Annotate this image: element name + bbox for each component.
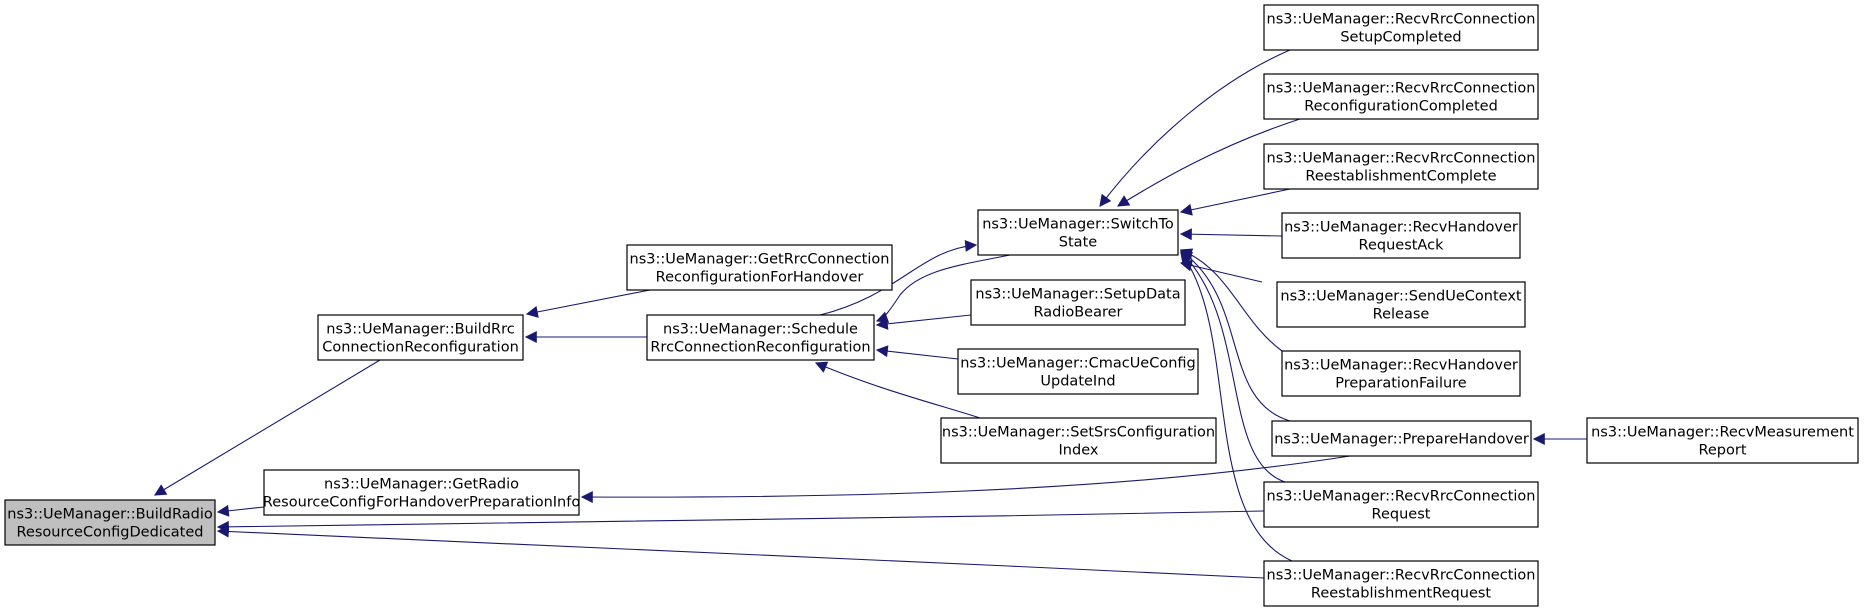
node-box <box>1271 420 1532 457</box>
graph-node[interactable]: ns3::UeManager::GetRrcConnectionReconfig… <box>626 244 893 291</box>
node-label-line: ResourceConfigForHandoverPreparationInfo <box>263 495 581 511</box>
graph-node[interactable]: ns3::UeManager::RecvHandoverPreparationF… <box>1281 350 1521 397</box>
graph-node[interactable]: ns3::UeManager::RecvRrcConnectionReconfi… <box>1263 73 1539 120</box>
node-label-line: Release <box>1373 307 1430 323</box>
edge-n4-n5 <box>819 239 978 316</box>
edge-n5-n16 <box>1180 251 1286 483</box>
node-label-line: ns3::UeManager::SendUeContext <box>1280 289 1522 305</box>
edge-n5-n4 <box>875 254 1011 323</box>
node-box <box>4 499 216 546</box>
node-label-line: ns3::UeManager::RecvRrcConnection <box>1267 151 1536 167</box>
node-box <box>1263 560 1539 607</box>
node-label-line: ns3::UeManager::BuildRadio <box>7 507 213 523</box>
node-label-line: ns3::UeManager::PrepareHandover <box>1274 432 1529 448</box>
node-label-line: ReestablishmentComplete <box>1305 169 1496 185</box>
edge-n0-n1 <box>153 359 381 496</box>
edge-n2-n15 <box>580 455 1351 504</box>
node-box <box>940 417 1217 464</box>
nodes-layer: ns3::UeManager::BuildRadioResourceConfig… <box>4 4 1859 607</box>
node-label-line: ns3::UeManager::SetupData <box>975 287 1180 303</box>
node-label-line: ConnectionReconfiguration <box>322 340 519 356</box>
node-box <box>1586 417 1859 464</box>
node-box <box>1263 4 1539 51</box>
node-label-line: State <box>1059 235 1097 251</box>
node-label-line: ns3::UeManager::RecvMeasurement <box>1591 425 1854 441</box>
graph-node[interactable]: ns3::UeManager::PrepareHandover <box>1271 420 1532 457</box>
edge-n0-n17 <box>216 525 1265 579</box>
edge-n5-n13 <box>1179 259 1263 283</box>
node-box <box>317 314 524 361</box>
node-label-line: RequestAck <box>1359 238 1445 254</box>
node-box <box>1263 73 1539 120</box>
node-box <box>977 209 1179 256</box>
edge-n5-n12 <box>1179 228 1283 241</box>
node-label-line: SetupCompleted <box>1340 30 1461 46</box>
node-label-line: ns3::UeManager::RecvHandover <box>1284 220 1518 236</box>
node-label-line: ReconfigurationCompleted <box>1304 99 1498 115</box>
node-label-line: Report <box>1698 443 1746 459</box>
node-label-line: RadioBearer <box>1033 305 1122 321</box>
edge-n5-n9 <box>1099 49 1291 207</box>
graph-node[interactable]: ns3::UeManager::RecvRrcConnectionReestab… <box>1263 143 1539 190</box>
node-label-line: ns3::UeManager::GetRadio <box>324 477 519 493</box>
graph-node[interactable]: ns3::UeManager::RecvRrcConnectionSetupCo… <box>1263 4 1539 51</box>
node-label-line: ns3::UeManager::RecvRrcConnection <box>1267 81 1536 97</box>
node-label-line: Index <box>1059 443 1099 459</box>
node-label-line: Request <box>1372 507 1431 523</box>
node-label-line: ns3::UeManager::CmacUeConfig <box>960 356 1196 372</box>
graph-node[interactable]: ns3::UeManager::ScheduleRrcConnectionRec… <box>646 314 875 361</box>
graph-node[interactable]: ns3::UeManager::RecvRrcConnectionReestab… <box>1263 560 1539 607</box>
node-label-line: RrcConnectionReconfiguration <box>650 340 870 356</box>
node-box <box>626 244 893 291</box>
node-box <box>1263 481 1539 528</box>
graph-node[interactable]: ns3::UeManager::BuildRrcConnectionReconf… <box>317 314 524 361</box>
node-label-line: ns3::UeManager::SetSrsConfiguration <box>942 425 1215 441</box>
edge-n5-n10 <box>1116 118 1301 207</box>
node-box <box>1263 143 1539 190</box>
node-label-line: ReestablishmentRequest <box>1311 586 1492 602</box>
graph-node[interactable]: ns3::UeManager::GetRadioResourceConfigFo… <box>263 469 581 516</box>
node-box <box>1281 212 1521 259</box>
node-label-line: ns3::UeManager::RecvRrcConnection <box>1267 12 1536 28</box>
node-label-line: ns3::UeManager::RecvRrcConnection <box>1267 489 1536 505</box>
edge-n1-n3 <box>525 289 651 318</box>
edge-n5-n17 <box>1180 252 1293 562</box>
node-label-line: ns3::UeManager::Schedule <box>663 322 858 338</box>
node-label-line: ns3::UeManager::GetRrcConnection <box>630 252 890 268</box>
edge-n4-n7 <box>875 345 959 360</box>
node-label-line: UpdateInd <box>1040 374 1115 390</box>
node-box <box>1276 281 1526 328</box>
node-box <box>957 348 1199 395</box>
edge-n5-n11 <box>1179 188 1291 216</box>
node-box <box>263 469 580 516</box>
node-label-line: ReconfigurationForHandover <box>656 270 864 286</box>
node-label-line: ns3::UeManager::BuildRrc <box>326 322 514 338</box>
node-box <box>970 279 1186 326</box>
node-box <box>646 314 875 361</box>
node-label-line: ns3::UeManager::RecvHandover <box>1284 358 1518 374</box>
edge-n0-n2 <box>216 504 265 517</box>
edge-n4-n8 <box>814 361 981 419</box>
node-label-line: ns3::UeManager::SwitchTo <box>982 217 1174 233</box>
edge-n4-n6 <box>875 314 972 330</box>
node-label-line: ResourceConfigDedicated <box>16 525 203 541</box>
node-label-line: PreparationFailure <box>1335 376 1467 392</box>
edge-n5-n14 <box>1179 248 1283 352</box>
edges-layer <box>153 49 1587 579</box>
graph-node-root: ns3::UeManager::BuildRadioResourceConfig… <box>4 499 216 546</box>
node-box <box>1281 350 1521 397</box>
node-label-line: ns3::UeManager::RecvRrcConnection <box>1267 568 1536 584</box>
edge-n5-n15 <box>1180 250 1291 422</box>
